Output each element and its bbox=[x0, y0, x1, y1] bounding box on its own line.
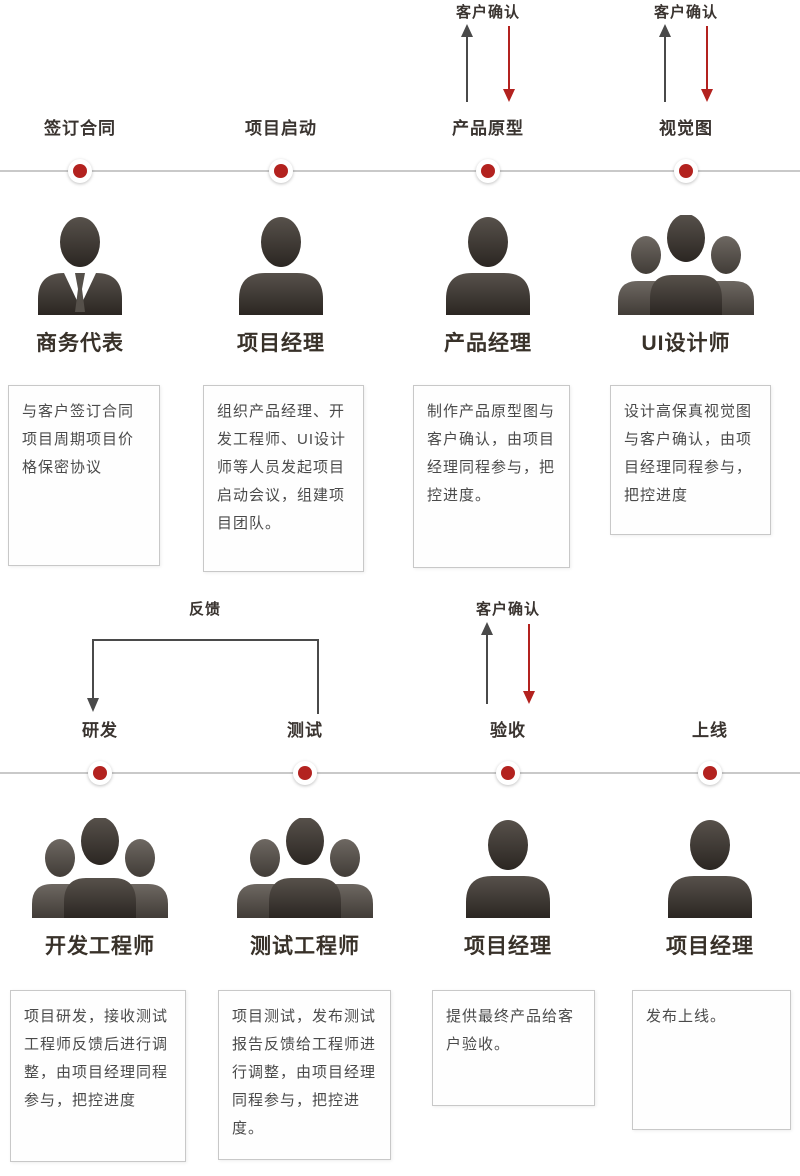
person-icon bbox=[458, 818, 558, 923]
timeline-dot bbox=[88, 761, 112, 785]
stage-label-prototype: 产品原型 bbox=[452, 119, 524, 138]
annotation-customer-confirm: 客户确认 bbox=[653, 4, 718, 21]
down-arrow-icon bbox=[523, 691, 535, 704]
description-box: 组织产品经理、开发工程师、UI设计师等人员发起项目启动会议，组建项目团队。 bbox=[203, 385, 364, 572]
feedback-arrow-icon bbox=[87, 639, 319, 714]
description-box: 项目研发，接收测试工程师反馈后进行调整，由项目经理同程参与，把控进度 bbox=[10, 990, 186, 1162]
description-box: 提供最终产品给客户验收。 bbox=[432, 990, 595, 1106]
timeline-dot bbox=[674, 159, 698, 183]
annotation-customer-confirm: 客户确认 bbox=[455, 4, 520, 21]
up-arrow-icon bbox=[659, 24, 671, 37]
team-icon bbox=[235, 817, 375, 923]
role-label: UI设计师 bbox=[641, 332, 731, 355]
stage-label-testing: 测试 bbox=[287, 721, 323, 740]
timeline-dot bbox=[698, 761, 722, 785]
stage-label-launch: 上线 bbox=[692, 721, 728, 740]
timeline-dot bbox=[293, 761, 317, 785]
confirm-arrows-icon bbox=[481, 622, 535, 704]
confirm-arrows-icon bbox=[461, 24, 515, 102]
up-arrow-icon bbox=[461, 24, 473, 37]
timeline-line bbox=[0, 772, 800, 774]
timeline-dot bbox=[68, 159, 92, 183]
down-arrow-icon bbox=[503, 89, 515, 102]
role-label: 项目经理 bbox=[237, 332, 325, 355]
stage-label-visual-design: 视觉图 bbox=[659, 119, 713, 138]
person-icon bbox=[231, 215, 331, 320]
role-label: 商务代表 bbox=[36, 332, 124, 355]
down-arrow-icon bbox=[701, 89, 713, 102]
description-box: 设计高保真视觉图与客户确认，由项目经理同程参与，把控进度 bbox=[610, 385, 771, 535]
description-box: 与客户签订合同项目周期项目价格保密协议 bbox=[8, 385, 160, 566]
annotation-customer-confirm: 客户确认 bbox=[475, 601, 540, 618]
role-label: 开发工程师 bbox=[45, 935, 155, 958]
timeline-line bbox=[0, 170, 800, 172]
description-box: 制作产品原型图与客户确认，由项目经理同程参与，把控进度。 bbox=[413, 385, 570, 568]
timeline-dot bbox=[476, 159, 500, 183]
role-label: 项目经理 bbox=[464, 935, 552, 958]
confirm-arrows-icon bbox=[659, 24, 713, 102]
person-icon bbox=[660, 818, 760, 923]
team-icon bbox=[30, 817, 170, 923]
annotation-feedback: 反馈 bbox=[188, 601, 221, 618]
up-arrow-icon bbox=[481, 622, 493, 635]
role-label: 测试工程师 bbox=[250, 935, 360, 958]
stage-label-kickoff: 项目启动 bbox=[245, 119, 317, 138]
role-label: 产品经理 bbox=[444, 332, 532, 355]
person-icon bbox=[438, 215, 538, 320]
team-icon bbox=[616, 214, 756, 320]
description-box: 项目测试，发布测试报告反馈给工程师进行调整，由项目经理同程参与，把控进度。 bbox=[218, 990, 391, 1160]
person-tie-icon bbox=[30, 215, 130, 320]
down-arrowhead-icon bbox=[87, 698, 99, 712]
role-label: 项目经理 bbox=[666, 935, 754, 958]
stage-label-development: 研发 bbox=[82, 721, 118, 740]
timeline-dot bbox=[269, 159, 293, 183]
description-box: 发布上线。 bbox=[632, 990, 791, 1130]
timeline-dot bbox=[496, 761, 520, 785]
stage-label-sign-contract: 签订合同 bbox=[44, 119, 116, 138]
stage-label-acceptance: 验收 bbox=[490, 721, 526, 740]
